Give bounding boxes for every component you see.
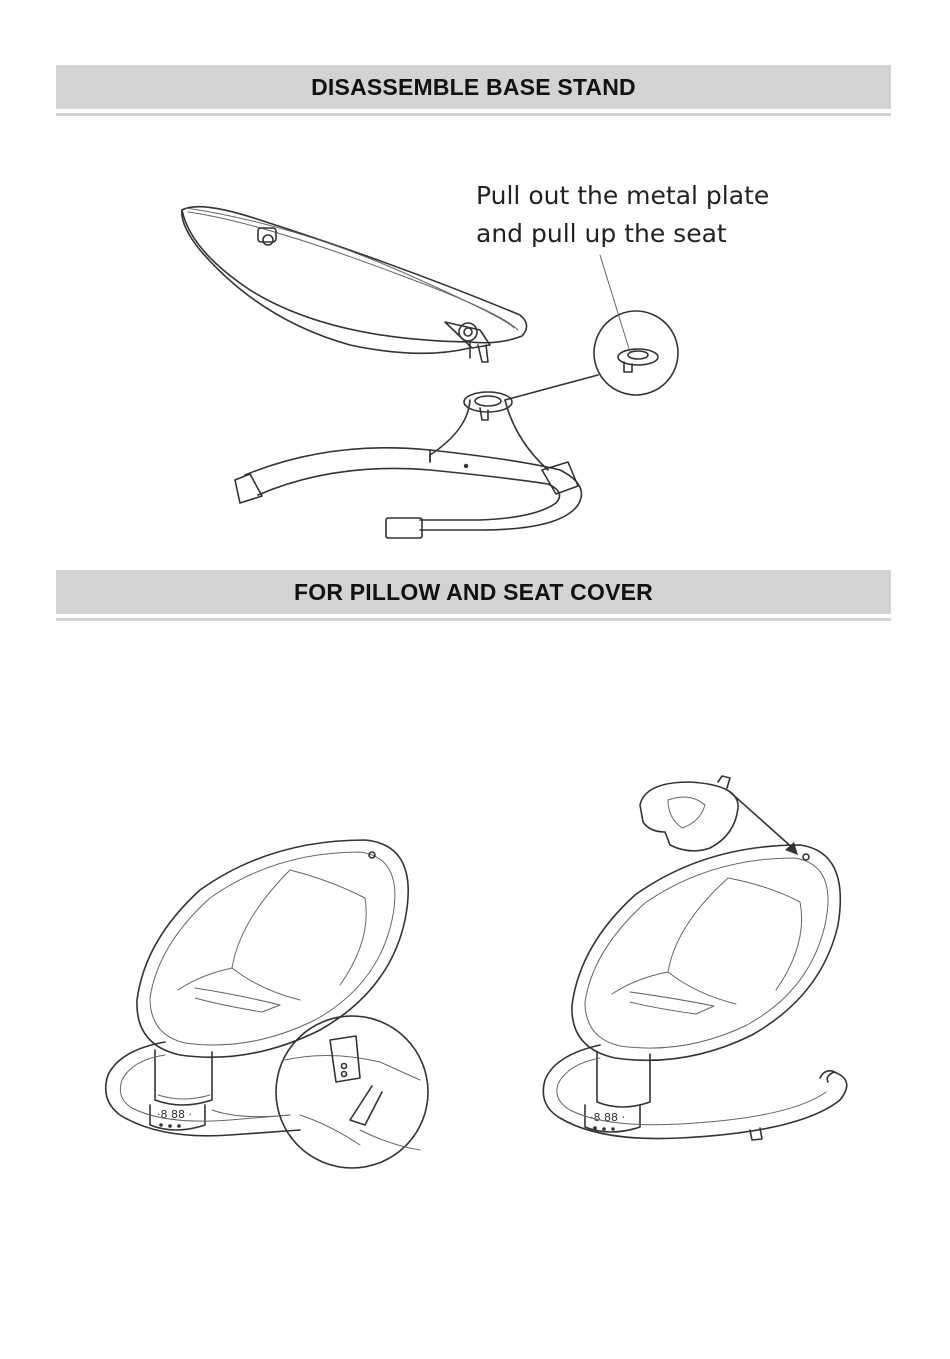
svg-text:·8 88 ·: ·8 88 · [590, 1111, 625, 1124]
svg-text:·8 88 ·: ·8 88 · [157, 1108, 192, 1121]
detail-circle-left [276, 1016, 428, 1168]
base-stand-illustration [235, 392, 581, 538]
seat-cover-illustration-left: ·8 88 · [106, 840, 409, 1136]
zoom-detail-circle [505, 255, 678, 400]
seat-cover-illustration-right: ·8 88 · [543, 776, 846, 1140]
seat-lifted-illustration [182, 207, 527, 362]
